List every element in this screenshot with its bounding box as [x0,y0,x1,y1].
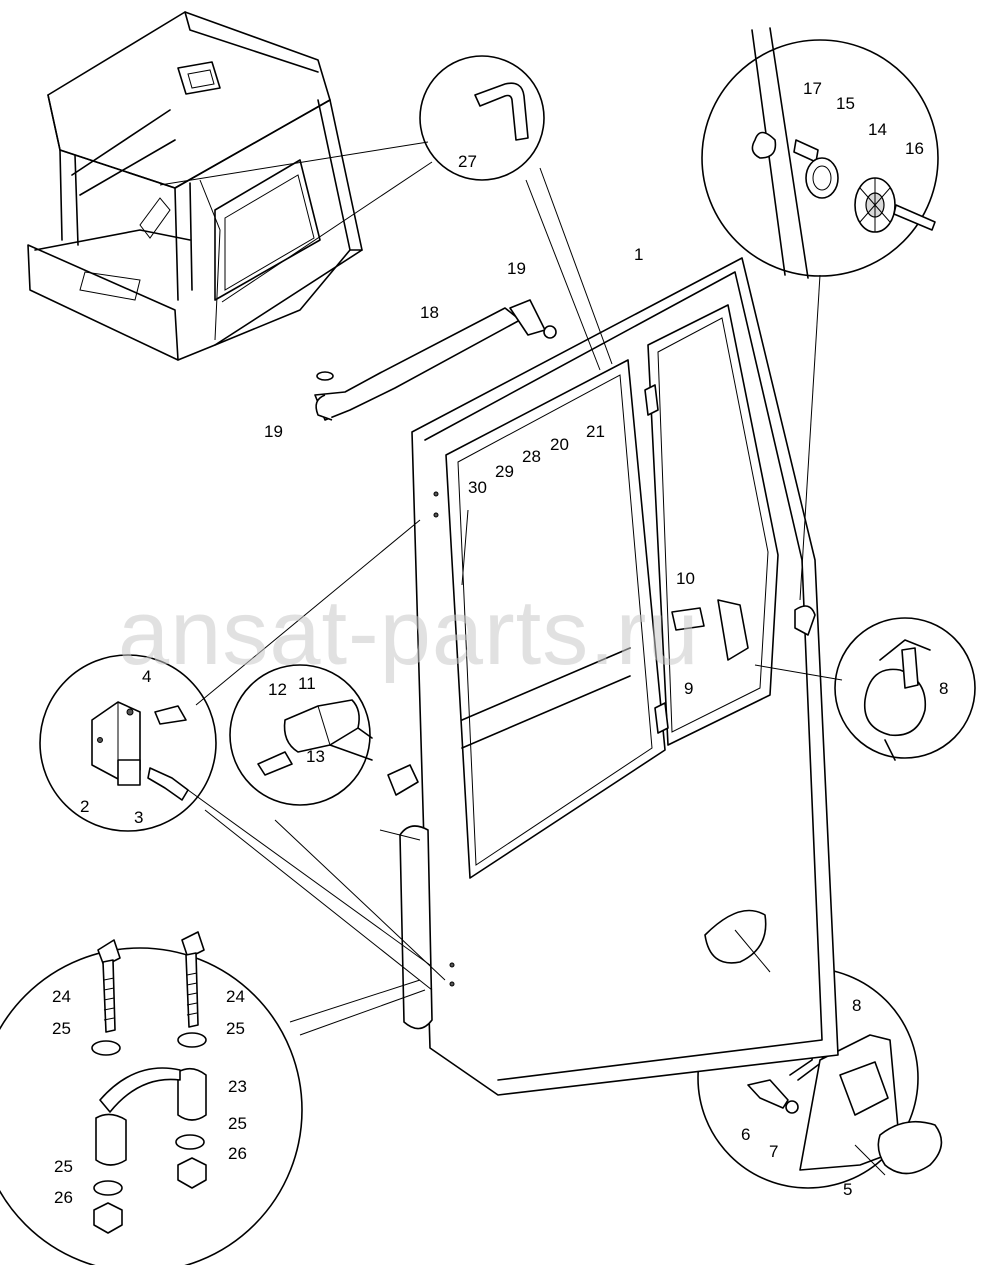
callout-20: 20 [550,435,569,454]
callout-26-left: 26 [54,1188,73,1207]
door-frame [411,257,839,1096]
callout-19-left: 19 [264,422,283,441]
callout-29: 29 [495,462,514,481]
watermark-text: ansat-parts.ru [118,582,700,684]
callout-2: 2 [80,797,89,816]
callout-21: 21 [586,422,605,441]
callout-4: 4 [142,667,151,686]
bolt-24-right [185,952,199,1028]
callout-27: 27 [458,152,477,171]
bolt-6 [747,1079,789,1109]
callout-26-right: 26 [228,1144,247,1163]
callout-12: 12 [268,680,287,699]
callout-18: 18 [420,303,439,322]
nut-26-left [93,1202,123,1234]
washer-25-b [177,1032,207,1048]
screw-4 [154,705,187,725]
hinge-bottom [654,702,669,734]
cab-illustration [27,11,363,361]
callout-24-right: 24 [226,987,245,1006]
callout-3: 3 [134,808,143,827]
strut-end [315,394,333,421]
detail-circle-23-26 [0,947,303,1270]
washer-7 [785,1100,799,1114]
callout-9: 9 [684,679,693,698]
callout-19-top: 19 [507,259,526,278]
gasket-15 [805,157,839,199]
bolt-16 [893,204,936,231]
handle-5 [877,1120,943,1175]
door-glass-side [647,304,779,746]
leader-lines [159,141,886,1176]
callout-7: 7 [769,1142,778,1161]
callout-17: 17 [803,79,822,98]
clip-23 [99,1067,181,1113]
callout-25-left-bottom: 25 [54,1157,73,1176]
screw-13 [257,751,293,776]
washer-25-a [91,1040,121,1056]
callout-25-right-top: 25 [226,1019,245,1038]
latch-plate [704,909,767,964]
callout-5: 5 [843,1180,852,1199]
window-rail [461,647,631,749]
allen-key [474,82,529,141]
callout-25-right-mid: 25 [228,1114,247,1133]
spacer-23-left [95,1113,127,1166]
callout-24-left: 24 [52,987,71,1006]
callout-25-left-top: 25 [52,1019,71,1038]
lock-10 [717,599,749,661]
washer-25-d [93,1180,123,1196]
callout-8-lower: 8 [852,996,861,1015]
bolt-3 [147,767,189,801]
callout-23: 23 [228,1077,247,1096]
callout-16: 16 [905,139,924,158]
callout-28: 28 [522,447,541,466]
callout-1: 1 [634,245,643,264]
grab-handle [399,825,433,1030]
bolt-24-left [102,959,116,1033]
hinge-top [644,384,659,416]
callout-15: 15 [836,94,855,113]
washer-25-c [175,1134,205,1150]
nut-26-right [177,1157,207,1189]
callout-11: 11 [298,674,316,693]
door-assembly [314,257,839,1096]
callout-6: 6 [741,1125,750,1144]
spacer-23-right [177,1067,207,1121]
callout-10: 10 [676,569,695,588]
callout-13: 13 [306,747,325,766]
callout-30: 30 [468,478,487,497]
door-glass-main [445,359,666,879]
callout-labels: 1 2 3 4 5 6 7 8 8 9 10 11 12 13 14 15 16… [52,79,948,1207]
callout-14: 14 [868,120,887,139]
callout-8-upper: 8 [939,679,948,698]
